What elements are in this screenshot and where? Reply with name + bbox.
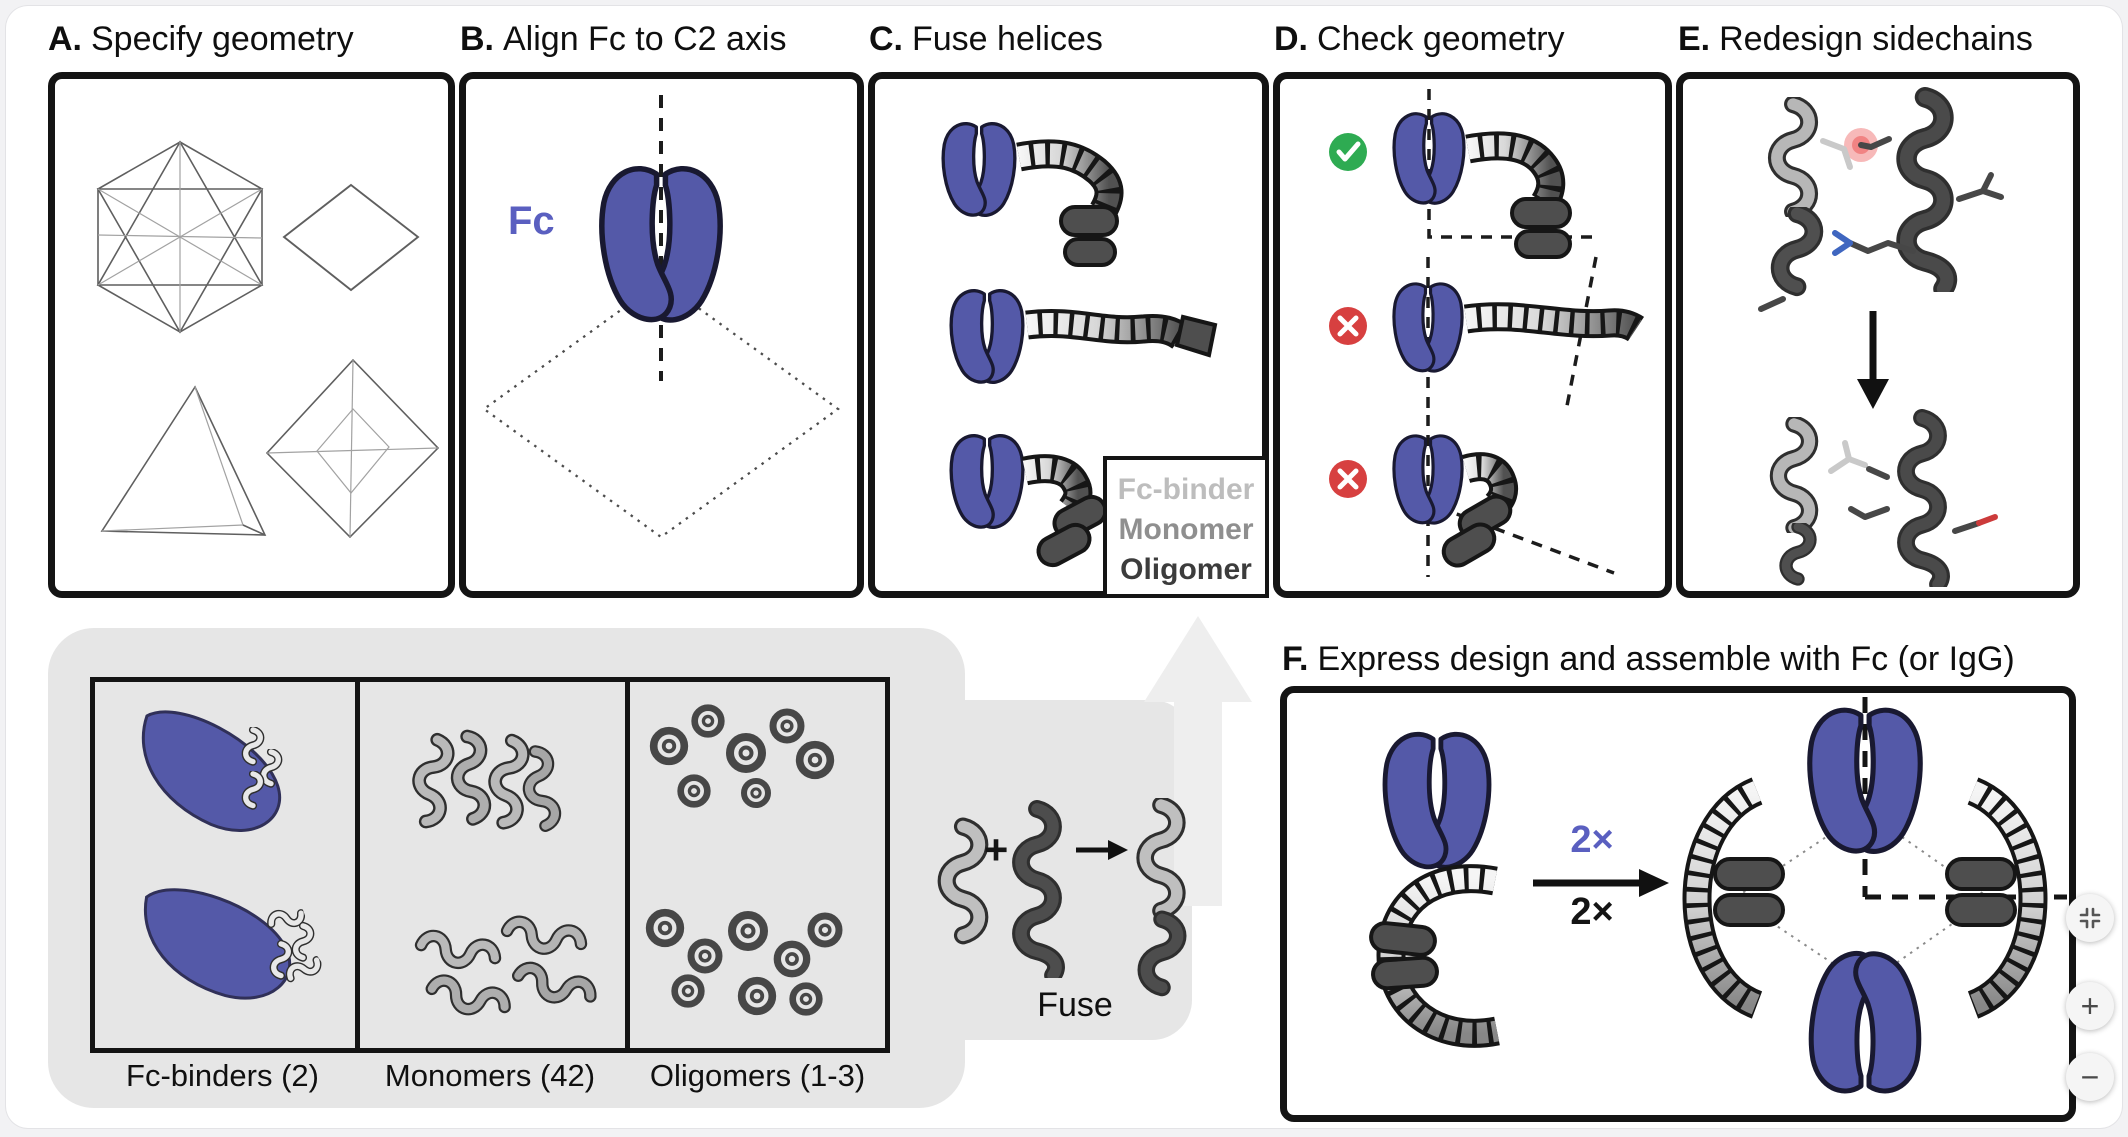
library-box — [90, 677, 890, 1053]
library-divider-1 — [355, 677, 360, 1053]
fuse-illustration — [928, 798, 1198, 1043]
panel-d-check-geometry — [1273, 72, 1672, 598]
panel-c-title: C.Fuse helices — [869, 20, 1103, 59]
fusion-design-2 — [949, 289, 1218, 385]
assemble-arrow — [1533, 869, 1669, 897]
dotted-diamond-outline — [482, 279, 840, 539]
compress-icon — [2079, 907, 2101, 929]
fc-component — [1385, 734, 1489, 867]
oligomers-count-label: Oligomers (1-3) — [649, 1058, 866, 1093]
icosahedron-wireframe — [96, 140, 264, 334]
fc-binder-cartoon-1 — [141, 710, 298, 832]
design-multiplier: 2× — [1570, 891, 1614, 933]
legend-fc-binder: Fc-binder — [1117, 473, 1255, 506]
panel-f-letter: F. — [1282, 640, 1309, 678]
align-fc-graphic — [482, 95, 840, 539]
panel-f-title-text: Express design and assemble with Fc (or … — [1317, 640, 2015, 678]
redesign-arrow — [1857, 311, 1889, 409]
monomer-cartoon-top — [413, 736, 556, 828]
fc-binder-cartoon-2 — [143, 888, 320, 1000]
panel-c-fuse-helices: Fc-binder Monomer Oligomer — [868, 72, 1269, 598]
library-contents — [141, 677, 890, 1053]
cross-icon — [1329, 307, 1367, 345]
fit-view-button[interactable] — [2066, 894, 2114, 942]
check-row-fail-2 — [1329, 415, 1615, 577]
assembled-ring — [1682, 697, 2067, 1091]
panel-f-express-assemble: 2× 2× — [1280, 686, 2076, 1122]
monomer-helix — [947, 827, 980, 936]
geometry-checks-graphic — [1329, 89, 1645, 577]
check-row-pass — [1329, 89, 1592, 259]
monomers-count-label: Monomers (42) — [384, 1058, 596, 1093]
feed-up-arrow — [1144, 616, 1252, 906]
ring-fc-bottom — [1811, 953, 1918, 1091]
panel-b-title: B.Align Fc to C2 axis — [460, 20, 786, 59]
cross-icon — [1329, 460, 1367, 498]
panel-e-title-text: Redesign sidechains — [1719, 20, 2033, 58]
panel-c-title-text: Fuse helices — [912, 20, 1103, 58]
fuse-plus-sign: + — [983, 826, 1009, 873]
oligomer-cartoon-bottom — [650, 913, 839, 1013]
minus-icon: − — [2080, 1058, 2100, 1095]
panel-e-redesign-sidechains — [1676, 72, 2080, 598]
panel-a-title: A.Specify geometry — [48, 20, 354, 59]
legend-monomer: Monomer — [1118, 513, 1254, 546]
panel-d-title-text: Check geometry — [1317, 20, 1565, 58]
panel-e-title: E.Redesign sidechains — [1678, 20, 2033, 59]
panel-a-title-text: Specify geometry — [91, 20, 354, 58]
library-divider-2 — [625, 677, 630, 1053]
design-component — [1369, 864, 1500, 1048]
fuse-label: Fuse — [1037, 986, 1113, 1024]
panel-a-letter: A. — [48, 20, 82, 58]
fusion-design-1 — [941, 122, 1124, 267]
fusion-design-3 — [949, 434, 1108, 568]
panel-d-letter: D. — [1274, 20, 1308, 58]
oligomer-cartoon-top — [654, 708, 831, 805]
panel-c-letter: C. — [869, 20, 903, 58]
oligomer-helix — [1021, 809, 1056, 975]
panel-b-letter: B. — [460, 20, 494, 58]
plus-icon: + — [2080, 987, 2100, 1024]
fc-multiplier: 2× — [1570, 819, 1614, 861]
panel-a-specify-geometry — [48, 72, 455, 598]
panel-d-title: D.Check geometry — [1274, 20, 1565, 59]
polyhedra-wireframes — [96, 140, 440, 539]
panel-f-title: F.Express design and assemble with Fc (o… — [1282, 640, 2015, 679]
fusion-designs-graphic — [941, 122, 1218, 568]
square-wireframe — [282, 183, 420, 292]
check-icon — [1329, 133, 1367, 171]
fc-binders-count-label: Fc-binders (2) — [126, 1058, 319, 1093]
legend-oligomer: Oligomer — [1120, 553, 1252, 586]
fuse-arrow — [1076, 840, 1128, 860]
octahedron-wireframe — [265, 358, 440, 539]
panel-b-title-text: Align Fc to C2 axis — [503, 20, 787, 58]
zoom-out-button[interactable]: − — [2066, 1053, 2114, 1101]
fused-helix-bottom — [1146, 919, 1178, 987]
library-panel-background — [48, 628, 965, 1108]
fused-helix-top — [1145, 805, 1177, 911]
helix-pair-after — [1778, 418, 1998, 584]
check-row-fail-1 — [1329, 256, 1645, 412]
panel-e-letter: E. — [1678, 20, 1711, 58]
helix-pair-before — [1758, 97, 2004, 312]
sidechain-redesign-graphic — [1758, 79, 2004, 591]
color-legend: Fc-binder Monomer Oligomer — [1103, 456, 1269, 598]
zoom-in-button[interactable]: + — [2066, 982, 2114, 1030]
assembly-graphic — [1369, 697, 2067, 1115]
monomer-cartoon-bottom — [419, 920, 593, 1018]
fc-label: Fc — [508, 199, 555, 243]
tetrahedron-wireframe — [100, 385, 267, 536]
panel-b-align-fc: Fc — [459, 72, 864, 598]
